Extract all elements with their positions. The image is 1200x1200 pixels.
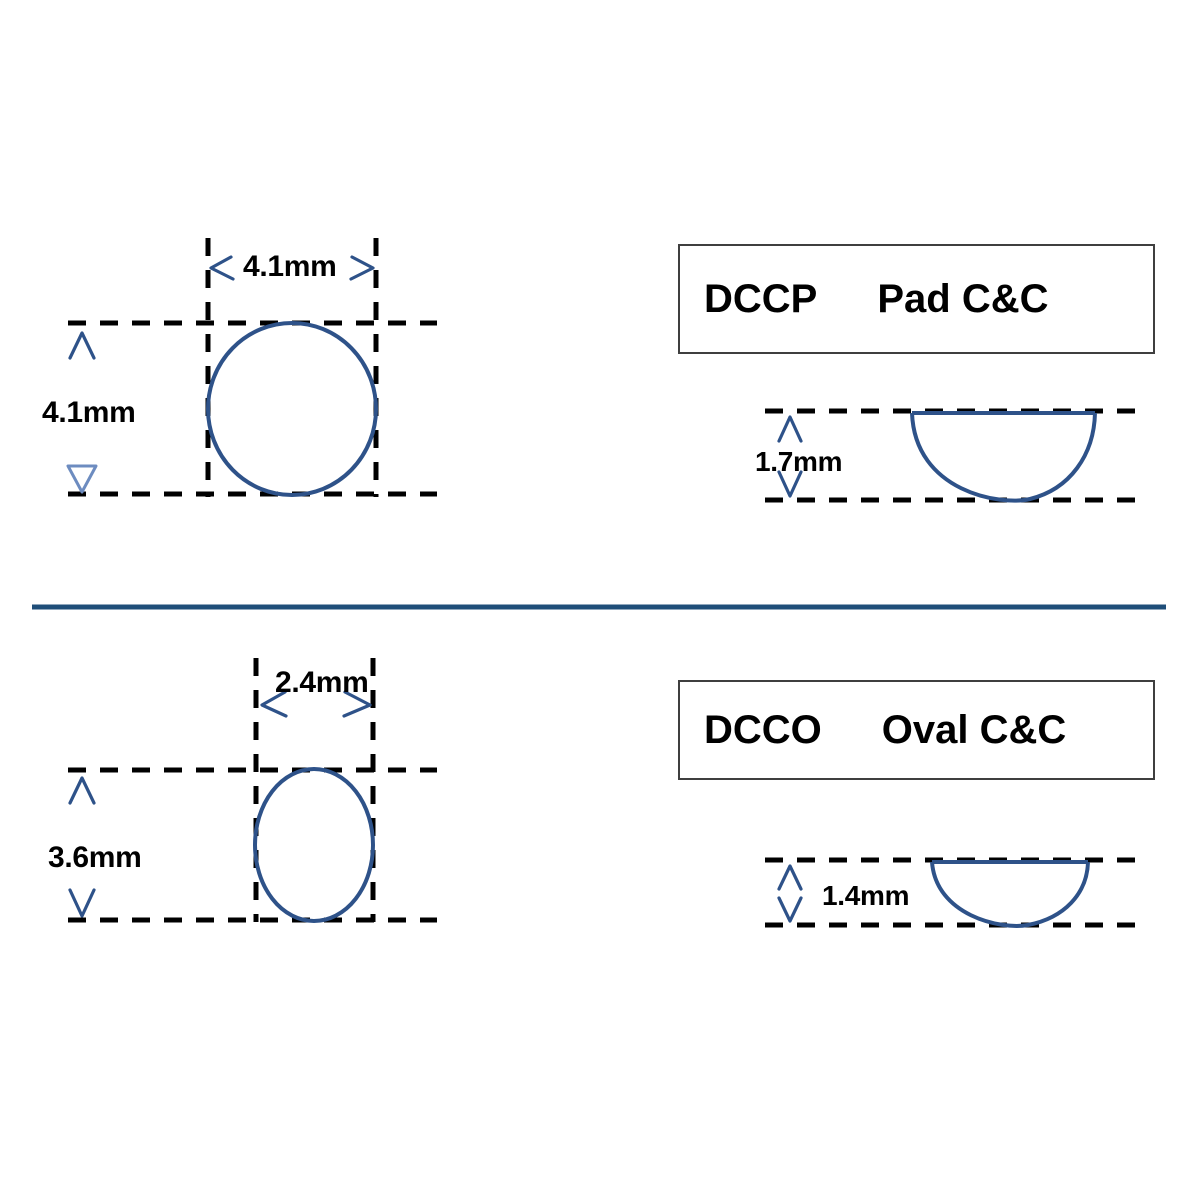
dccp-width-label: 4.1mm [243, 250, 337, 283]
dcco-label-box[interactable]: DCCO Oval C&C [678, 680, 1155, 780]
dcco-code: DCCO [704, 707, 822, 752]
dccp-circle-outline [206, 321, 378, 497]
dccp-label-box[interactable]: DCCP Pad C&C [678, 244, 1155, 354]
dccp-description: Pad C&C [877, 276, 1049, 321]
dcco-width-label: 2.4mm [275, 666, 369, 699]
dccp-depth-label: 1.7mm [755, 446, 843, 477]
dcco-oval-outline [253, 767, 375, 923]
dcco-description: Oval C&C [881, 707, 1067, 752]
dcco-depth-arrows [777, 864, 803, 923]
dcco-dome-outline [930, 860, 1090, 928]
dcco-height-label: 3.6mm [48, 841, 142, 874]
dccp-height-label: 4.1mm [42, 396, 136, 429]
dcco-front-bounds [68, 658, 437, 923]
dccp-dome-outline [910, 411, 1097, 503]
dcco-depth-label: 1.4mm [822, 880, 910, 911]
dcco-side-bounds [765, 857, 1137, 928]
dccp-code: DCCP [704, 276, 818, 321]
